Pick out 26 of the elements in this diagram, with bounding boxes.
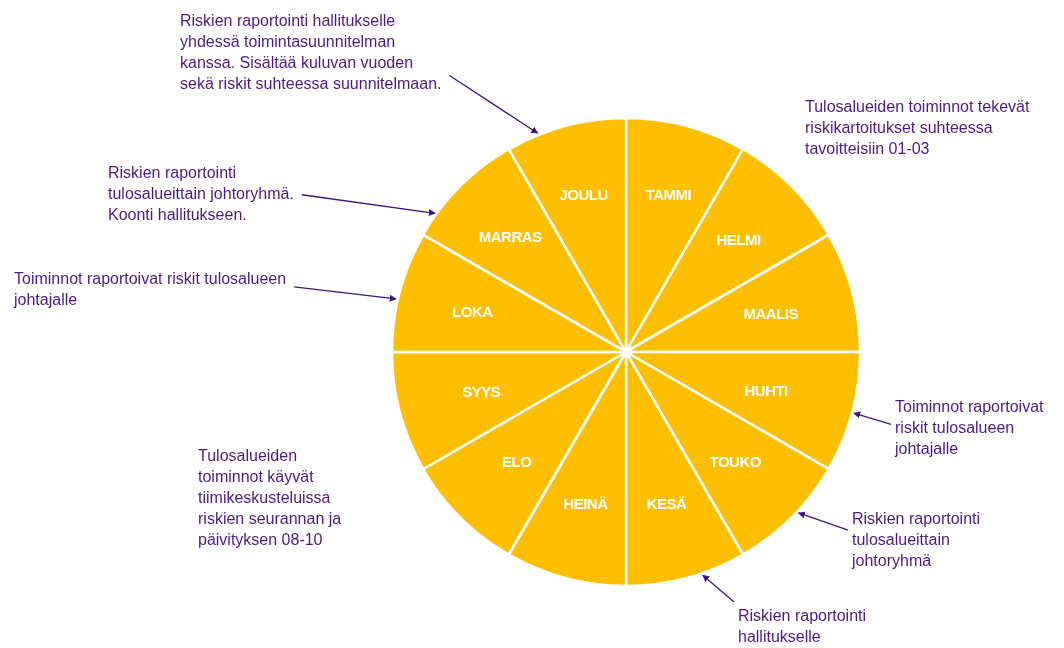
arrow xyxy=(797,511,849,531)
annotation-text: Riskien raportointi tulosalueittain johtoryhmä. Koonti hallitukseen. xyxy=(108,162,328,225)
month-label: MARRAS xyxy=(478,227,542,245)
arrow xyxy=(853,411,892,425)
arrow xyxy=(702,574,735,603)
month-label: HEINÄ xyxy=(563,494,608,512)
month-label: JOULU xyxy=(559,185,608,203)
annotation-text: Toiminnot raportoivat riskit tulosalueen johtajalle xyxy=(895,396,1045,459)
month-label: SYYS xyxy=(462,382,501,400)
annotation-text: Riskien raportointi hallitukselle yhdessä toimintasuunnitelman kanssa. Sisältää kuluvan vuoden sekä riskit suhteessa suunnitelmaan. xyxy=(180,10,445,94)
arrow xyxy=(293,286,397,302)
month-label: KESÄ xyxy=(646,494,687,512)
month-label: TOUKO xyxy=(709,452,761,470)
arrow xyxy=(448,74,539,134)
note-text: Tulosalueiden toiminnot tekevät riskikartoitukset suhteessa tavoitteisiin 01-03 xyxy=(805,97,1031,159)
arrow xyxy=(301,194,436,216)
month-label: HELMI xyxy=(716,230,761,248)
month-label: MAALIS xyxy=(743,304,798,322)
note-text: Tulosalueiden toiminnot käyvät tiimikeskusteluissa riskien seurannan ja päivityksen 08-10 xyxy=(198,446,343,550)
month-label: TAMMI xyxy=(645,185,692,203)
month-label: LOKA xyxy=(452,302,493,320)
annotation-text: Riskien raportointi tulosalueittain johtoryhmä xyxy=(852,508,1022,571)
annotation-text: Toiminnot raportoivat riskit tulosalueen johtajalle xyxy=(14,268,324,310)
month-label: HUHTI xyxy=(744,381,788,399)
month-label: ELO xyxy=(502,452,532,470)
annotation-text: Riskien raportointi hallitukselle xyxy=(738,605,908,647)
